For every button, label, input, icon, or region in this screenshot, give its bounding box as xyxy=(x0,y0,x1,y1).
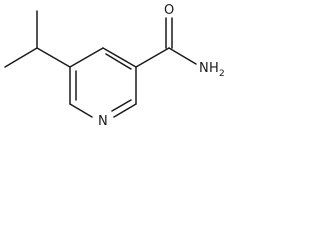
molecule-drawing: O N N H 2 xyxy=(4,3,225,129)
bond-carbonyl-n xyxy=(168,47,197,65)
bond-c4-c3-double xyxy=(105,53,132,70)
amide-nitrogen-label: N xyxy=(199,61,209,76)
bond-c4-c3 xyxy=(102,47,137,68)
bond-c2-n1-double xyxy=(111,99,132,112)
ring-nitrogen-label: N xyxy=(98,114,108,129)
bond-methyl-left xyxy=(4,47,38,68)
bond-c5-c4 xyxy=(69,47,104,68)
oxygen-label: O xyxy=(164,3,174,18)
bond-ring-carbonyl xyxy=(135,47,170,68)
structure-canvas: O N N H 2 xyxy=(0,0,234,138)
bond-isopropyl-ring xyxy=(36,47,71,68)
amide-hydrogen-label: H xyxy=(209,61,219,76)
bond-n1-c6 xyxy=(69,103,93,118)
bond-c2-n1 xyxy=(113,103,137,118)
amide-hydrogen-count: 2 xyxy=(219,69,225,79)
